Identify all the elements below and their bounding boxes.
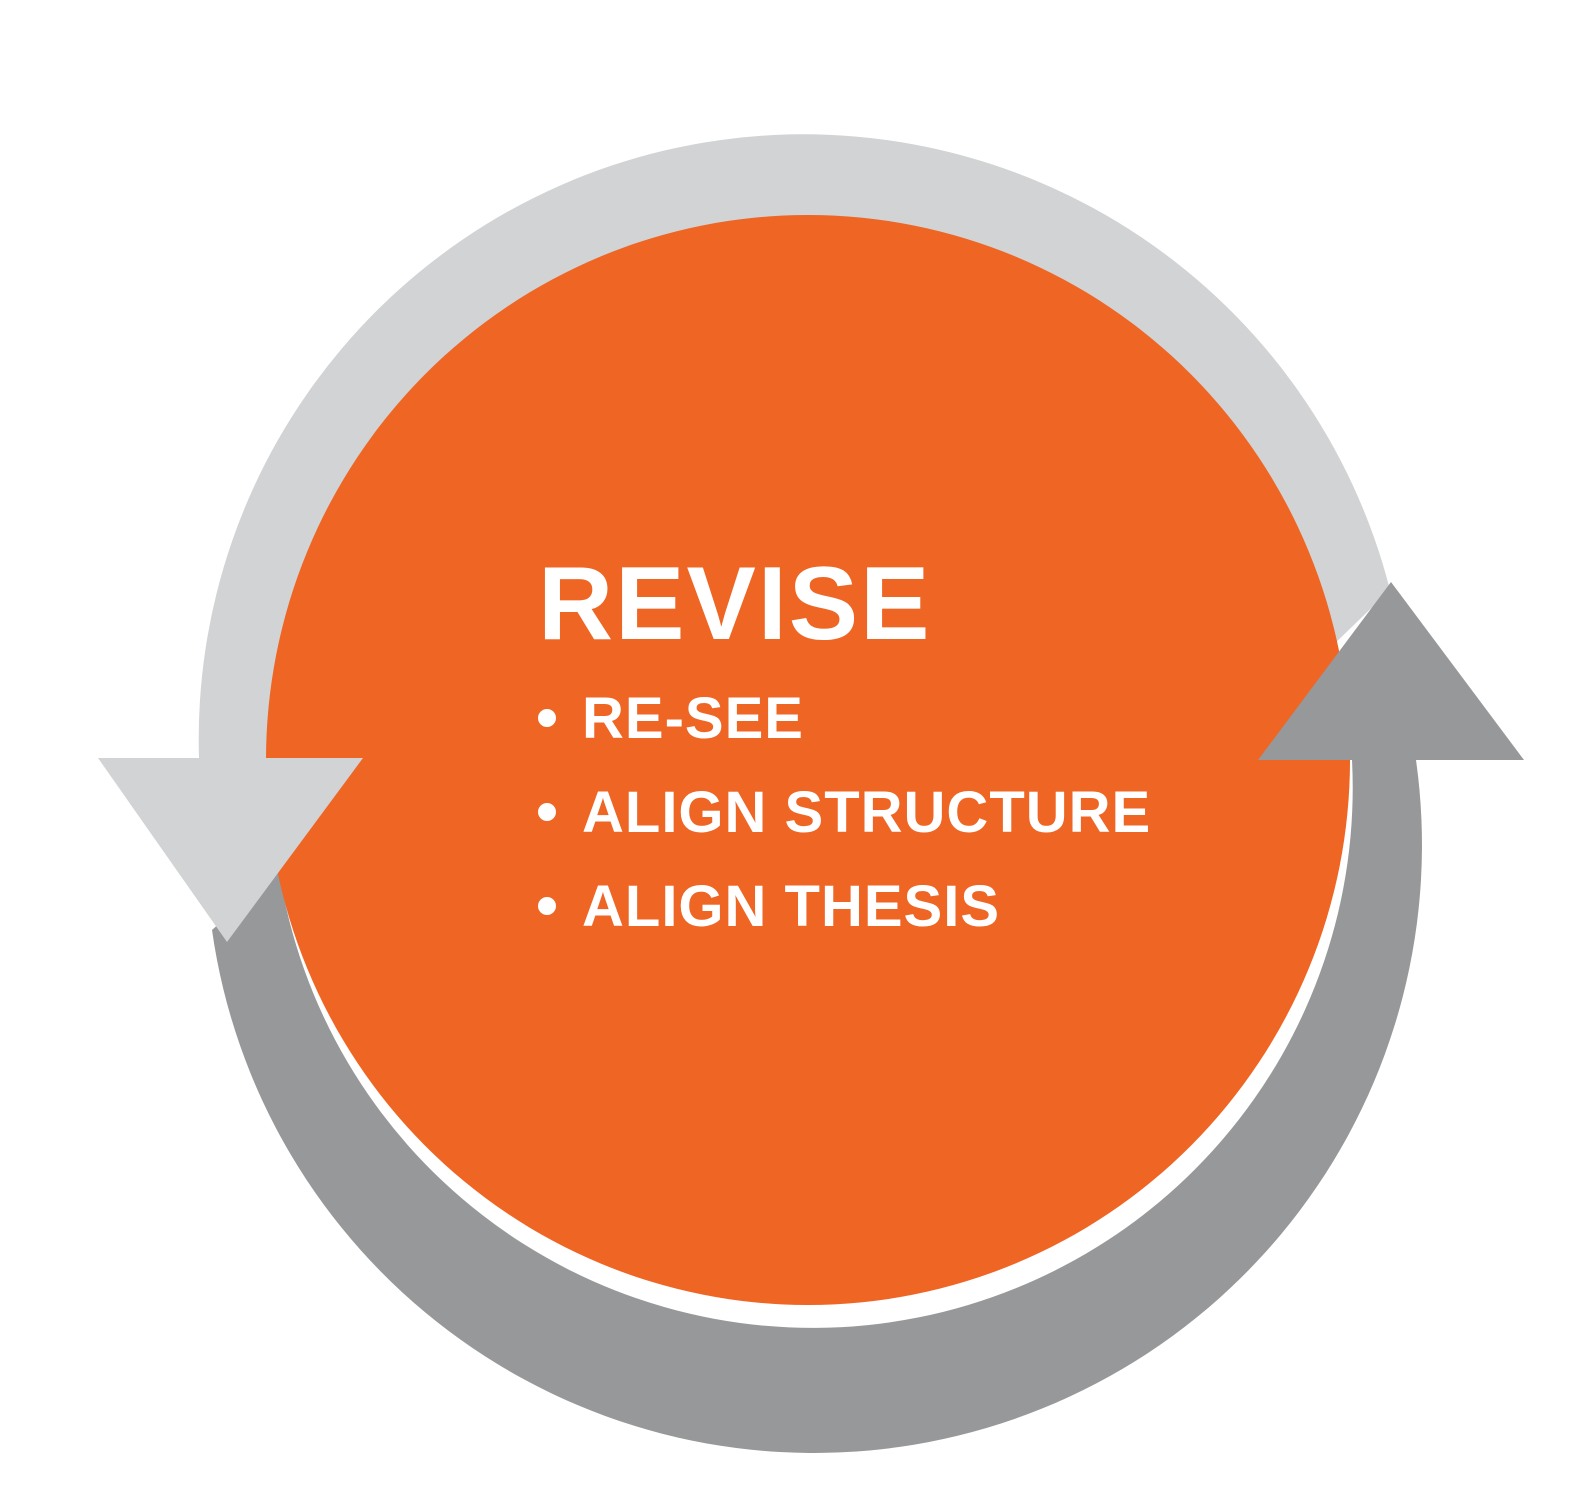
bullet-dot-icon bbox=[538, 897, 556, 915]
list-item: ALIGN THESIS bbox=[538, 878, 1151, 936]
cycle-ring-light bbox=[198, 134, 1390, 758]
revise-content: REVISE RE-SEE ALIGN STRUCTURE ALIGN THES… bbox=[538, 552, 1151, 972]
arrow-up-icon bbox=[1258, 582, 1524, 760]
list-item: RE-SEE bbox=[538, 690, 1151, 748]
list-item-label: ALIGN THESIS bbox=[582, 874, 1001, 939]
list-item: ALIGN STRUCTURE bbox=[538, 784, 1151, 842]
list-item-label: RE-SEE bbox=[582, 686, 804, 751]
page-title: REVISE bbox=[538, 546, 932, 662]
bullet-list: RE-SEE ALIGN STRUCTURE ALIGN THESIS bbox=[538, 690, 1151, 936]
center-circle bbox=[266, 215, 1350, 1305]
bullet-dot-icon bbox=[538, 803, 556, 821]
arrow-down-icon bbox=[98, 758, 363, 942]
bullet-dot-icon bbox=[538, 709, 556, 727]
cycle-ring-dark bbox=[212, 760, 1422, 1453]
list-item-label: ALIGN STRUCTURE bbox=[582, 780, 1152, 845]
